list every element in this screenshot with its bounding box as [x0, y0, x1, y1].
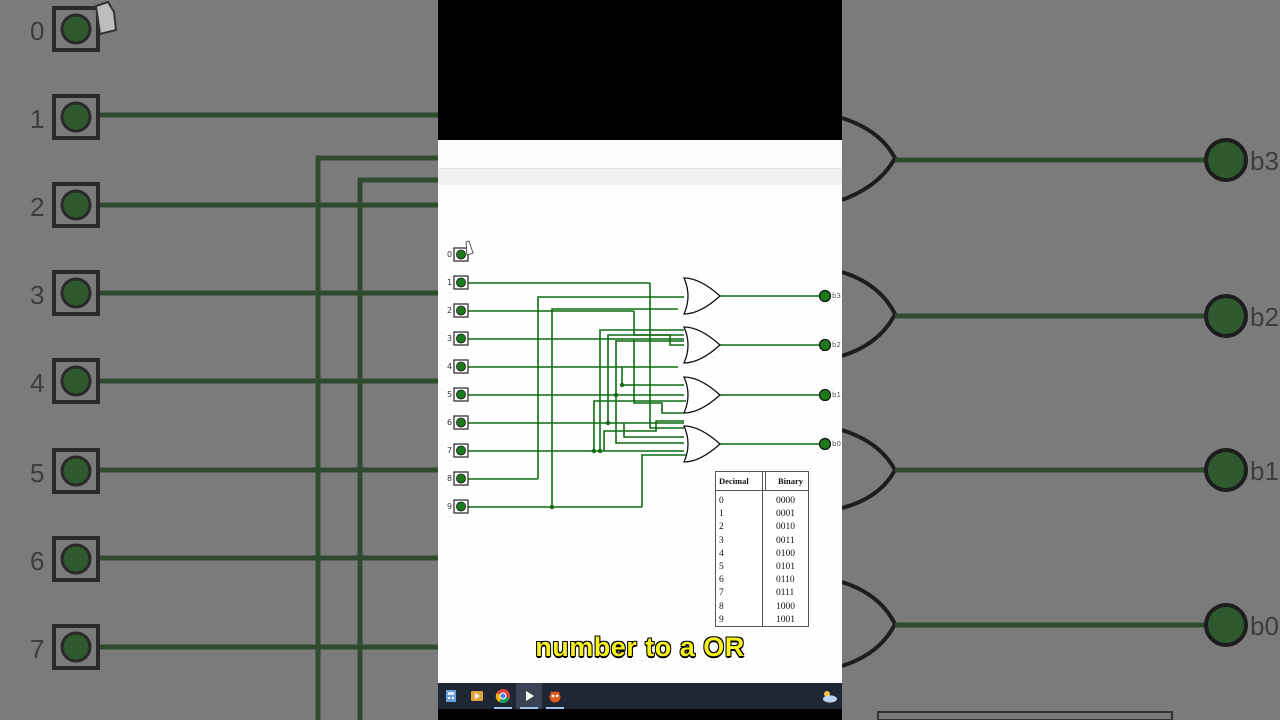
- input-label-4: 4: [447, 362, 453, 371]
- or-gate-b3: [682, 277, 721, 315]
- or-gate-b0: [682, 425, 721, 463]
- binary-cell: 0000: [776, 496, 795, 506]
- decimal-cell: 0: [719, 496, 724, 506]
- input-label-2: 2: [447, 306, 453, 315]
- table-row: 6 0110: [716, 574, 808, 587]
- decimal-cell: 1: [719, 509, 724, 520]
- decimal-cell: 6: [719, 575, 724, 586]
- weather-icon[interactable]: [820, 688, 838, 709]
- input-pins: [453, 247, 469, 514]
- circuit-canvas[interactable]: 0 1 2 3 4 5 6 7 8 9 b3 b2 b1 b0 Decimal …: [438, 185, 842, 683]
- bg-input-label: 4: [30, 368, 45, 398]
- bg-input-label: 5: [30, 458, 45, 488]
- input-label-9: 9: [447, 502, 453, 511]
- table-row: 9 1001: [716, 614, 808, 627]
- bg-output-label: b0: [1250, 611, 1279, 641]
- app-icon[interactable]: [542, 683, 568, 709]
- top-black-bar: [438, 0, 842, 140]
- bg-output-label: b3: [1250, 146, 1279, 176]
- decimal-cell: 4: [719, 548, 724, 559]
- bg-output-label: b2: [1250, 302, 1279, 332]
- binary-cell: 0010: [776, 522, 795, 533]
- output-pins: [818, 289, 832, 451]
- binary-cell: 0001: [776, 509, 795, 520]
- binary-cell: 1001: [776, 614, 795, 625]
- decimal-cell: 9: [719, 614, 724, 625]
- canvas-header: [438, 168, 842, 186]
- output-label-b2: b2: [832, 341, 841, 349]
- bg-input-label: 7: [30, 634, 45, 664]
- input-label-7: 7: [447, 446, 453, 455]
- decimal-cell: 8: [719, 601, 724, 612]
- header-decimal: Decimal: [716, 472, 766, 490]
- header-binary: Binary: [778, 476, 804, 486]
- taskbar: [438, 683, 842, 709]
- play-icon[interactable]: [516, 683, 542, 709]
- table-row: 8 1000: [716, 601, 808, 614]
- video-caption: number to a OR: [535, 632, 745, 662]
- input-label-6: 6: [447, 418, 453, 427]
- wires: [468, 282, 820, 508]
- chrome-icon[interactable]: [490, 683, 516, 709]
- input-label-3: 3: [447, 334, 453, 343]
- binary-cell: 0110: [776, 575, 795, 586]
- decimal-cell: 5: [719, 561, 724, 572]
- table-row: 5 0101: [716, 561, 808, 574]
- binary-cell: 0011: [776, 535, 795, 546]
- video-frame: 0 1 2 3 4 5 6 7 8 9 b3 b2 b1 b0 Decimal …: [438, 0, 842, 720]
- binary-cell: 0111: [776, 588, 795, 599]
- or-gates: [682, 277, 721, 463]
- table-divider: [762, 472, 763, 626]
- decimal-cell: 3: [719, 535, 724, 546]
- input-label-1: 1: [447, 278, 453, 287]
- output-label-b1: b1: [832, 391, 841, 399]
- app-toolbar: [438, 140, 842, 168]
- table-row: 1 0001: [716, 508, 808, 521]
- binary-cell: 0100: [776, 548, 795, 559]
- bg-input-label: 0: [30, 16, 45, 46]
- bg-input-label: 3: [30, 280, 45, 310]
- input-label-0: 0: [447, 250, 453, 259]
- binary-cell: 1000: [776, 601, 795, 612]
- circuit-diagram: [453, 240, 832, 514]
- output-label-b0: b0: [832, 440, 841, 448]
- table-row: 3 0011: [716, 535, 808, 548]
- input-label-5: 5: [447, 390, 453, 399]
- decimal-cell: 7: [719, 588, 724, 599]
- input-label-8: 8: [447, 474, 453, 483]
- binary-cell: 0101: [776, 561, 795, 572]
- junction-dots: [549, 382, 625, 510]
- calculator-icon[interactable]: [438, 683, 464, 709]
- bg-output-label: b1: [1250, 456, 1279, 486]
- output-label-b3: b3: [832, 292, 841, 300]
- bg-input-label: 1: [30, 104, 45, 134]
- media-icon[interactable]: [464, 683, 490, 709]
- or-gate-b1: [682, 376, 721, 414]
- hand-cursor-icon: [465, 240, 474, 256]
- bg-input-label: 6: [30, 546, 45, 576]
- table-row: 7 0111: [716, 587, 808, 600]
- decimal-cell: 2: [719, 522, 724, 533]
- table-row: 2 0010: [716, 521, 808, 534]
- or-gate-b2: [682, 326, 721, 364]
- bg-input-label: 2: [30, 192, 45, 222]
- bottom-black-bar: [438, 709, 842, 720]
- table-row: 4 0100: [716, 548, 808, 561]
